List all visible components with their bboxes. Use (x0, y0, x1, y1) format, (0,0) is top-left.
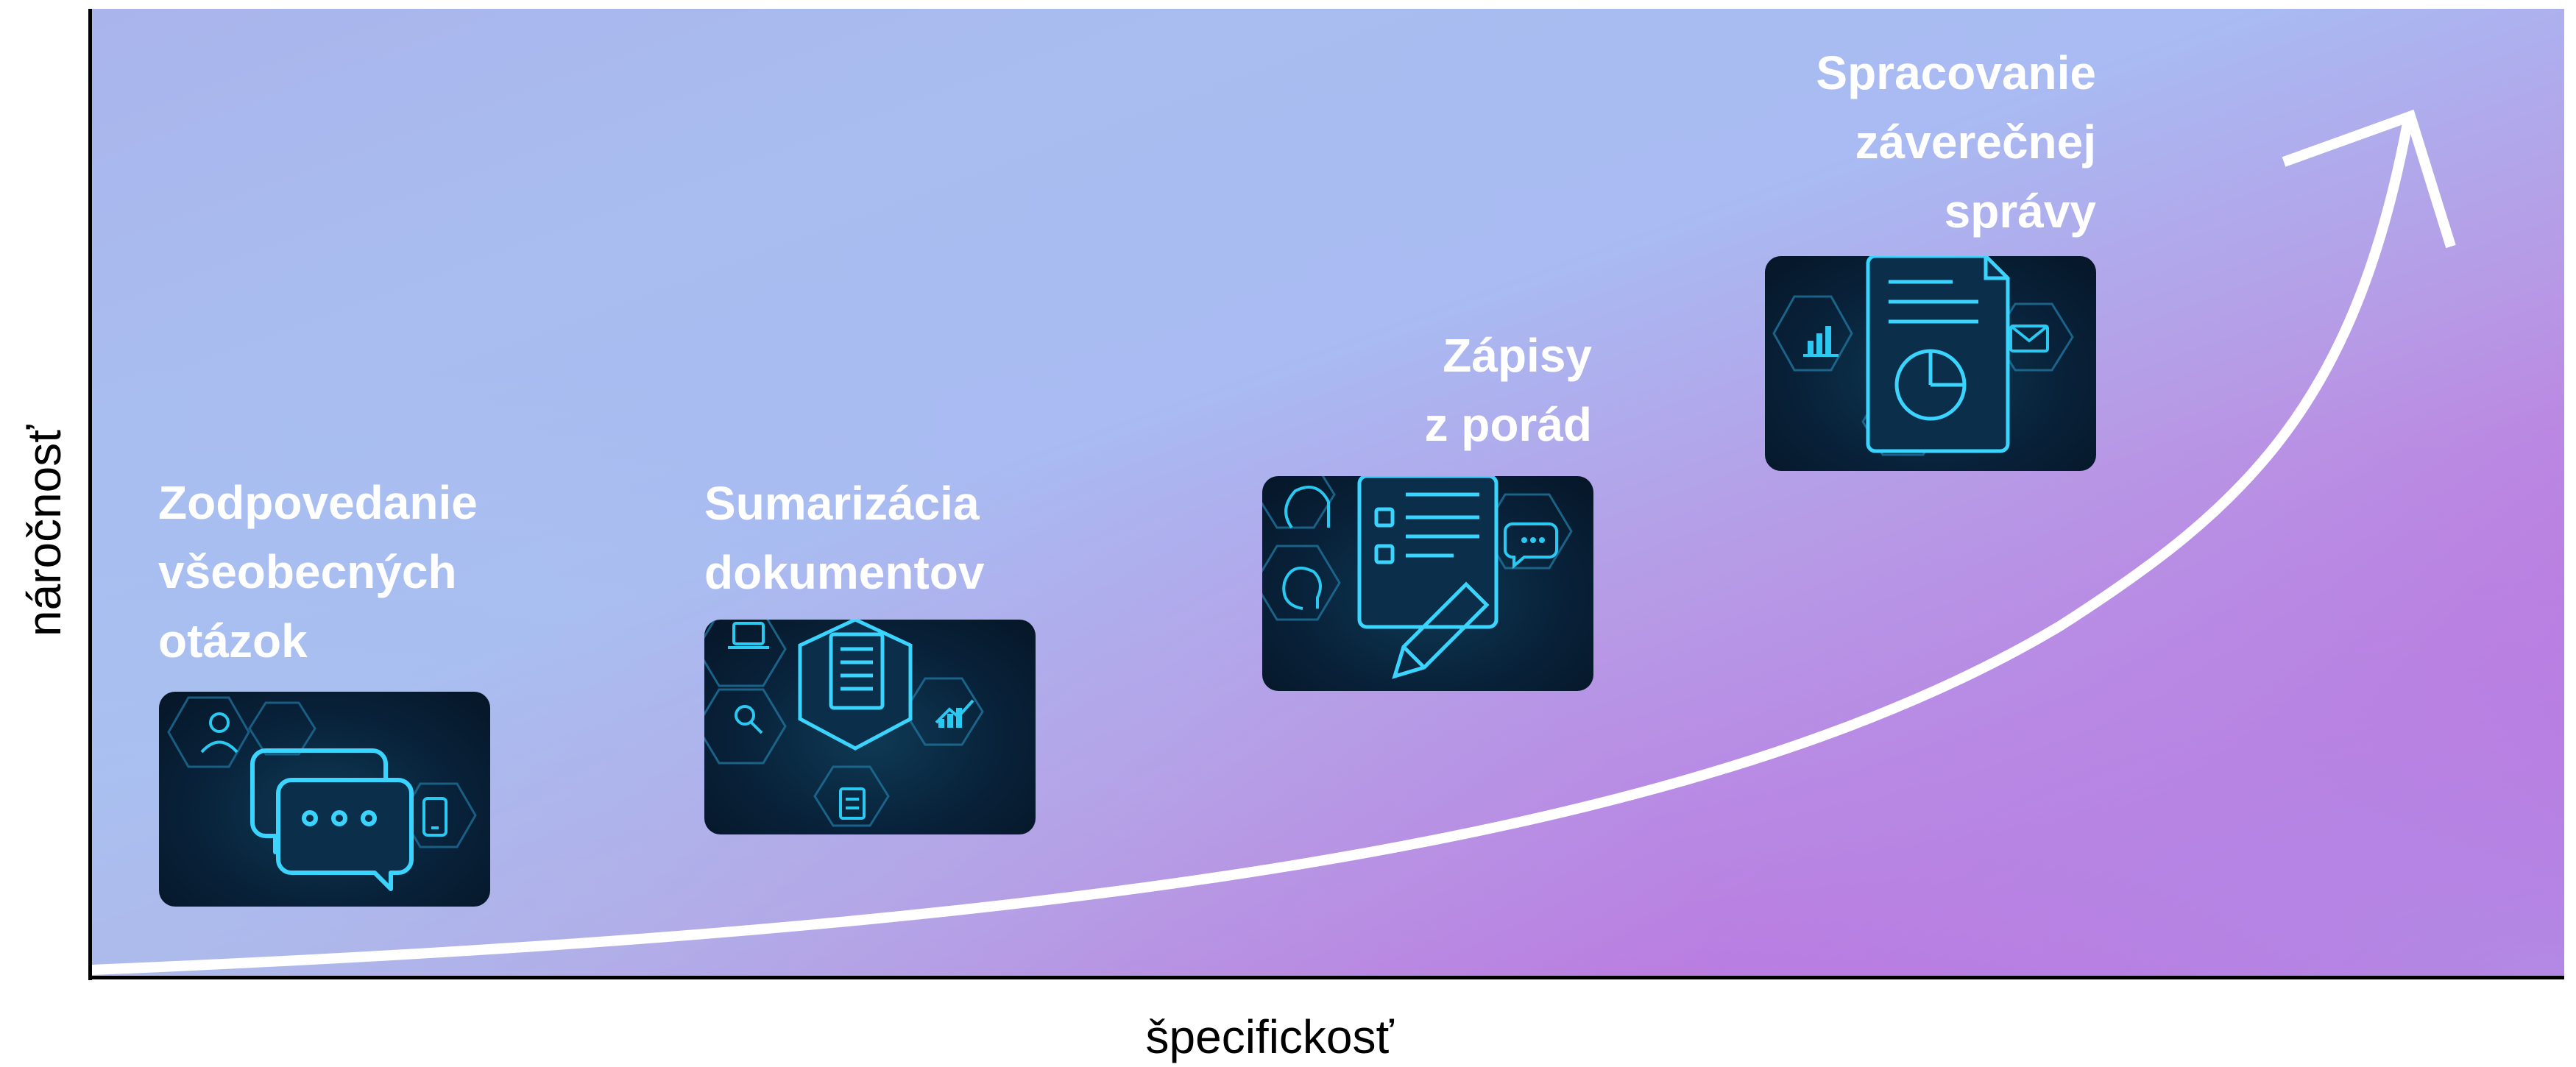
final-report-icon (1772, 256, 2074, 456)
document-summary-icon (704, 620, 984, 827)
stage-3-card (1262, 476, 1593, 691)
stage-4-card (1765, 256, 2096, 471)
x-axis (88, 976, 2564, 979)
stage-2-card (704, 620, 1036, 834)
growth-curve (87, 114, 2413, 975)
arrow-head (2282, 109, 2456, 249)
stage-2-title: Sumarizácia dokumentov (704, 477, 985, 599)
stage-4-title: Spracovanie záverečnej správy (1816, 46, 2096, 238)
x-axis-label: špecifickosť (1145, 1010, 1394, 1063)
chat-bubbles-icon (167, 696, 477, 891)
y-axis-label: náročnosť (18, 425, 71, 637)
stage-1-title: Zodpovedanie všeobecných otázok (158, 476, 478, 667)
y-axis (88, 9, 92, 980)
meeting-notes-icon (1262, 476, 1573, 679)
stage-1-card (159, 692, 490, 907)
stage-3-title: Zápisy z porád (1424, 329, 1592, 451)
